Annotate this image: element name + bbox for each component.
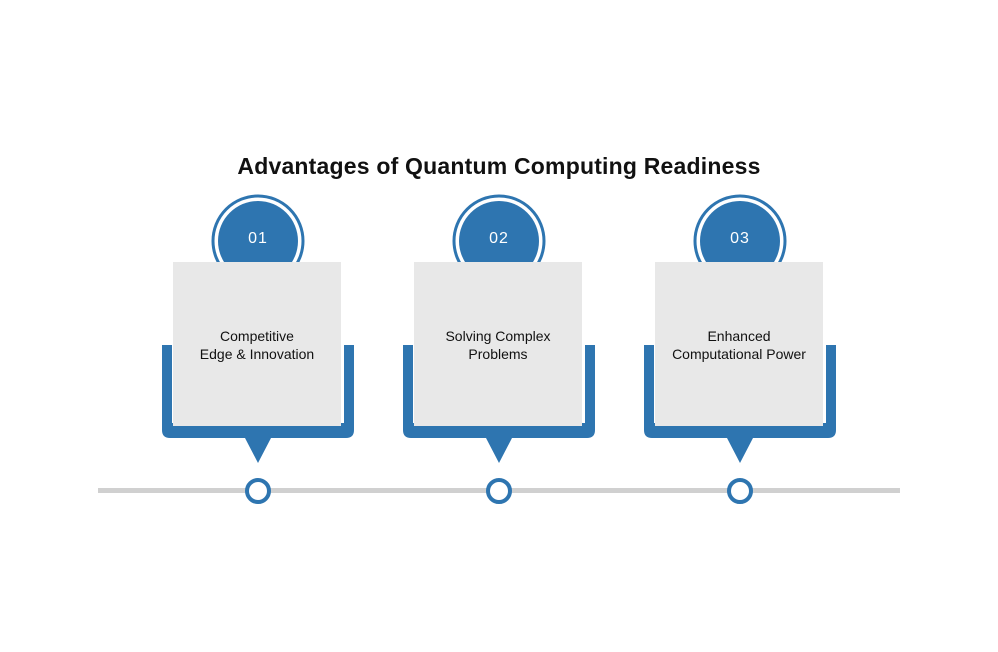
- step-number-1: 01: [248, 230, 268, 247]
- step-box-1: Competitive Edge & Innovation: [173, 262, 341, 426]
- step-label-2: Solving Complex Problems: [445, 328, 551, 362]
- step-card-3: 03 Enhanced Computational Power: [644, 194, 836, 504]
- step-number-3: 03: [730, 230, 750, 247]
- step-card-1: 01 Competitive Edge & Innovation: [162, 194, 354, 504]
- step-label-1: Competitive Edge & Innovation: [199, 328, 315, 362]
- step-number-2: 02: [489, 230, 509, 247]
- step-card-2: 02 Solving Complex Problems: [403, 194, 595, 504]
- step-box-2: Solving Complex Problems: [414, 262, 582, 426]
- diagram-title: Advantages of Quantum Computing Readines…: [237, 153, 761, 179]
- step-label-3: Enhanced Computational Power: [672, 328, 806, 362]
- step-box-3: Enhanced Computational Power: [655, 262, 823, 426]
